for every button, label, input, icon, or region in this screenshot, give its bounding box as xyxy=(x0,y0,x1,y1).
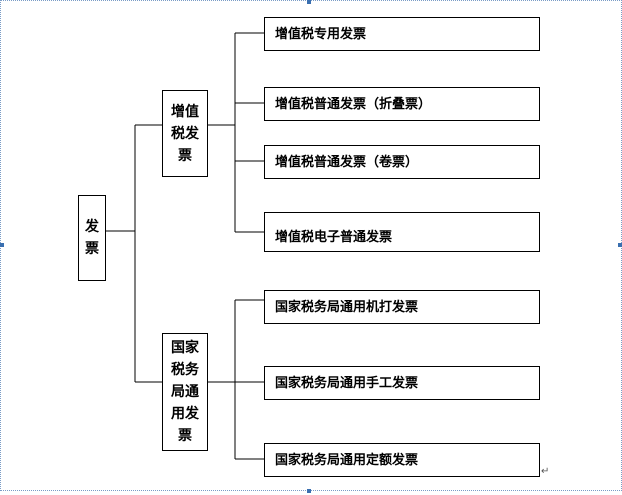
paragraph-mark-icon: ↵ xyxy=(541,466,550,477)
branch-node-line: 用发 xyxy=(171,406,199,422)
leaf-label: 国家税务局通用机打发票 xyxy=(275,299,419,315)
root-node-line: 发 xyxy=(85,219,99,235)
root-node-invoice[interactable]: 发 票 xyxy=(78,195,106,281)
resize-handle-top[interactable] xyxy=(307,0,311,4)
leaf-node-national-fixed[interactable]: 国家税务局通用定额发票 xyxy=(264,443,540,477)
branch-node-national[interactable]: 国家 税务 局通 用发 票 xyxy=(162,333,208,451)
resize-handle-left[interactable] xyxy=(0,243,4,247)
leaf-node-national-handwritten[interactable]: 国家税务局通用手工发票 xyxy=(264,366,540,400)
leaf-node-vat-ordinary-folded[interactable]: 增值税普通发票（折叠票） xyxy=(264,87,540,121)
leaf-label: 增值税普通发票（折叠票） xyxy=(275,96,432,112)
leaf-label: 增值税普通发票（卷票） xyxy=(275,154,419,170)
leaf-label: 增值税专用发票 xyxy=(275,26,367,42)
branch-node-line: 税发 xyxy=(171,125,199,142)
leaf-label: 增值税电子普通发票 xyxy=(275,230,393,245)
leaf-label: 国家税务局通用手工发票 xyxy=(275,375,419,391)
leaf-node-vat-electronic[interactable]: 增值税电子普通发票 xyxy=(264,212,540,252)
resize-handle-bottom[interactable] xyxy=(307,489,311,493)
branch-node-vat[interactable]: 增值 税发 票 xyxy=(162,90,208,177)
branch-node-line: 票 xyxy=(178,147,192,164)
branch-node-line: 税务 xyxy=(171,362,199,378)
leaf-node-vat-special[interactable]: 增值税专用发票 xyxy=(264,17,540,51)
root-node-line: 票 xyxy=(85,241,99,257)
leaf-label: 国家税务局通用定额发票 xyxy=(275,452,419,468)
branch-node-line: 票 xyxy=(178,428,192,444)
branch-node-line: 国家 xyxy=(171,340,199,356)
branch-node-line: 增值 xyxy=(171,103,199,120)
leaf-node-vat-ordinary-roll[interactable]: 增值税普通发票（卷票） xyxy=(264,145,540,179)
leaf-node-national-machine[interactable]: 国家税务局通用机打发票 xyxy=(264,290,540,324)
branch-node-line: 局通 xyxy=(171,384,199,400)
resize-handle-right[interactable] xyxy=(618,243,622,247)
